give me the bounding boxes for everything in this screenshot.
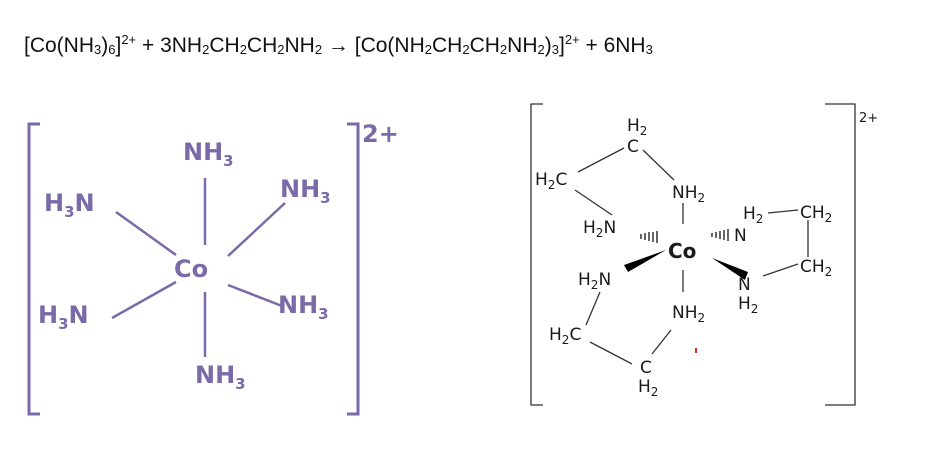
equation-text: [Co(NH <box>24 34 95 57</box>
left-center-co: Co <box>174 255 208 283</box>
equation-text: → [Co(NH <box>322 34 425 57</box>
bottom-nh2: NH2 <box>672 303 705 325</box>
ligand-main: NH <box>195 361 235 389</box>
ligand-pre: H <box>38 301 58 329</box>
lowerleft-h2c: H2C <box>549 325 581 347</box>
ligand-main: N <box>75 189 95 217</box>
ligand-lowerleft-h3n: H3N <box>38 301 89 333</box>
ligand-sub: 3 <box>64 203 74 221</box>
ligand-top-nh3: NH3 <box>183 138 234 170</box>
ligand-main: NH <box>280 175 320 203</box>
right-bracket-left <box>530 103 543 406</box>
equation-text: CH <box>432 34 463 57</box>
bond-co-upperleft <box>115 210 177 257</box>
left-h2n: H2N <box>583 218 616 240</box>
right-upper-h2: H2 <box>743 204 763 226</box>
ligand-sub: 3 <box>318 305 328 323</box>
equation-text: + 3NH <box>136 34 203 57</box>
ligand-sub: 3 <box>58 315 68 333</box>
equation-subscript: 2 <box>462 42 470 57</box>
right-ch2-bottom: CH2 <box>800 257 832 279</box>
bond-co-lowerleft <box>111 280 177 320</box>
right-lower-n: N <box>738 275 751 295</box>
left-charge: 2+ <box>362 120 399 148</box>
reaction-equation: [Co(NH3)6]2+ + 3NH2CH2CH2NH2 → [Co(NH2CH… <box>24 20 914 60</box>
equation-text: CH <box>246 34 278 57</box>
ligand-bottom-nh3: NH3 <box>195 361 246 393</box>
ligand-main: NH <box>278 291 318 319</box>
solid-wedge-right <box>712 258 748 280</box>
right-upper-n: N <box>734 226 747 246</box>
equation-subscript: 2 <box>537 42 545 57</box>
equation-subscript: 6 <box>108 42 116 57</box>
left-bracket-left <box>27 122 40 416</box>
equation-subscript: 3 <box>551 42 559 57</box>
left-bracket-right <box>347 122 360 416</box>
equation-subscript: 2 <box>202 42 210 57</box>
right-ch2-top: CH2 <box>800 203 832 225</box>
ligand-main: N <box>69 301 89 329</box>
equation-text: CH <box>209 34 240 57</box>
lower-h2n: H2N <box>578 270 611 292</box>
upperleft-h2c: H2C <box>535 170 567 192</box>
equation-text: + 6NH <box>579 34 646 57</box>
ligand-lowerright-nh3: NH3 <box>278 291 329 323</box>
equation-superscript: 2+ <box>121 32 137 47</box>
ligand-upperleft-h3n: H3N <box>44 189 95 221</box>
equation-subscript: 2 <box>239 42 247 57</box>
right-center-co: Co <box>668 239 696 263</box>
bottom-c: C <box>640 358 652 378</box>
equation-text: NH <box>507 34 538 57</box>
equation-superscript: 2+ <box>564 32 580 47</box>
right-lower-h2: H2 <box>738 294 758 316</box>
equation-text: ) <box>101 34 109 57</box>
equation-subscript: 2 <box>424 42 432 57</box>
bottom-h2: H2 <box>638 377 658 399</box>
equation-text: ] <box>558 34 565 57</box>
ligand-sub: 3 <box>320 189 330 207</box>
equation-text: NH <box>284 34 315 57</box>
ligand-sub: 3 <box>235 375 245 393</box>
solid-wedge-left <box>624 250 666 272</box>
equation-text: ) <box>544 34 552 57</box>
equation-subscript: 3 <box>94 42 102 57</box>
equation-subscript: 2 <box>277 42 285 57</box>
chelate-bonds <box>574 147 809 365</box>
right-charge: 2+ <box>859 111 878 126</box>
top-h2: H2 <box>627 116 647 138</box>
equation-subscript: 2 <box>314 42 323 57</box>
equation-subscript: 2 <box>499 42 508 57</box>
ligand-pre: H <box>44 189 64 217</box>
hashed-wedges <box>640 229 729 243</box>
right-bracket-right <box>825 103 856 406</box>
ligand-upperright-nh3: NH3 <box>280 175 331 207</box>
bond-co-upperright <box>227 202 286 257</box>
top-c: C <box>627 137 639 157</box>
equation-text: CH <box>469 34 500 57</box>
bond-co-lowerright <box>227 283 283 308</box>
equation-text: ] <box>115 34 122 57</box>
right-complex: Co H2 C H2C NH2 H2N N H2 CH2 CH2 N H2 H2… <box>530 103 878 406</box>
left-complex: Co NH3 NH3 H3N H3N NH3 NH3 2+ <box>27 120 399 416</box>
equation-subscript: 3 <box>645 42 653 57</box>
ligand-main: NH <box>183 138 223 166</box>
ligand-sub: 3 <box>223 152 233 170</box>
top-nh2: NH2 <box>672 183 705 205</box>
red-mark <box>695 348 697 353</box>
